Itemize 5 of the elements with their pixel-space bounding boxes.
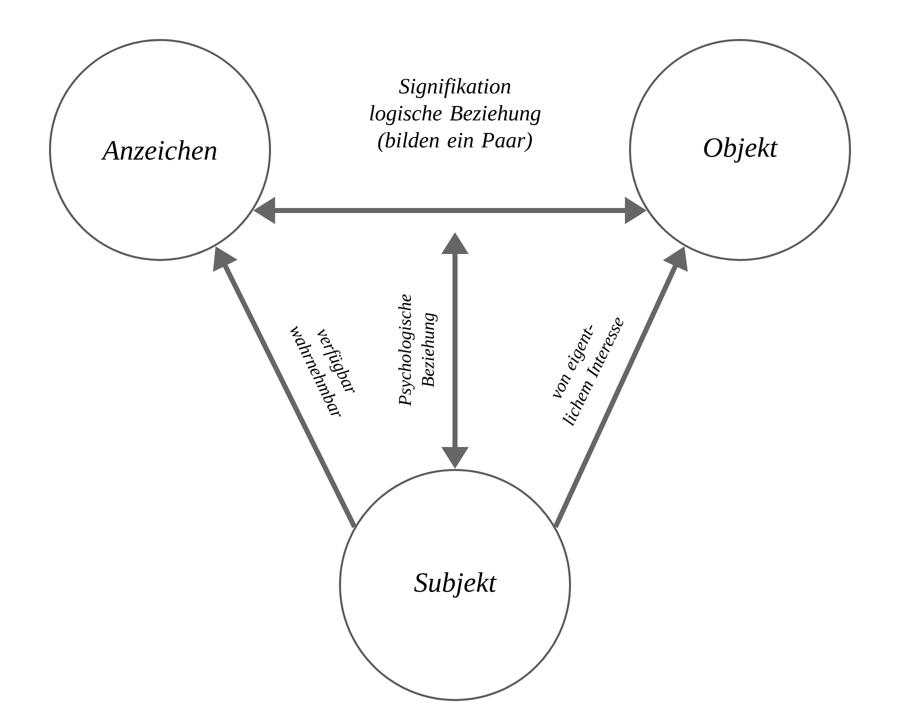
edge-label: Psychologische Beziehung xyxy=(396,278,440,422)
circle-node: Subjekt xyxy=(339,469,571,701)
edge-label: Signifikation logische Beziehung (bilden ein Paar) xyxy=(356,76,554,154)
circle-node: Anzeichen xyxy=(49,39,271,261)
circle-node: Objekt xyxy=(629,39,851,261)
